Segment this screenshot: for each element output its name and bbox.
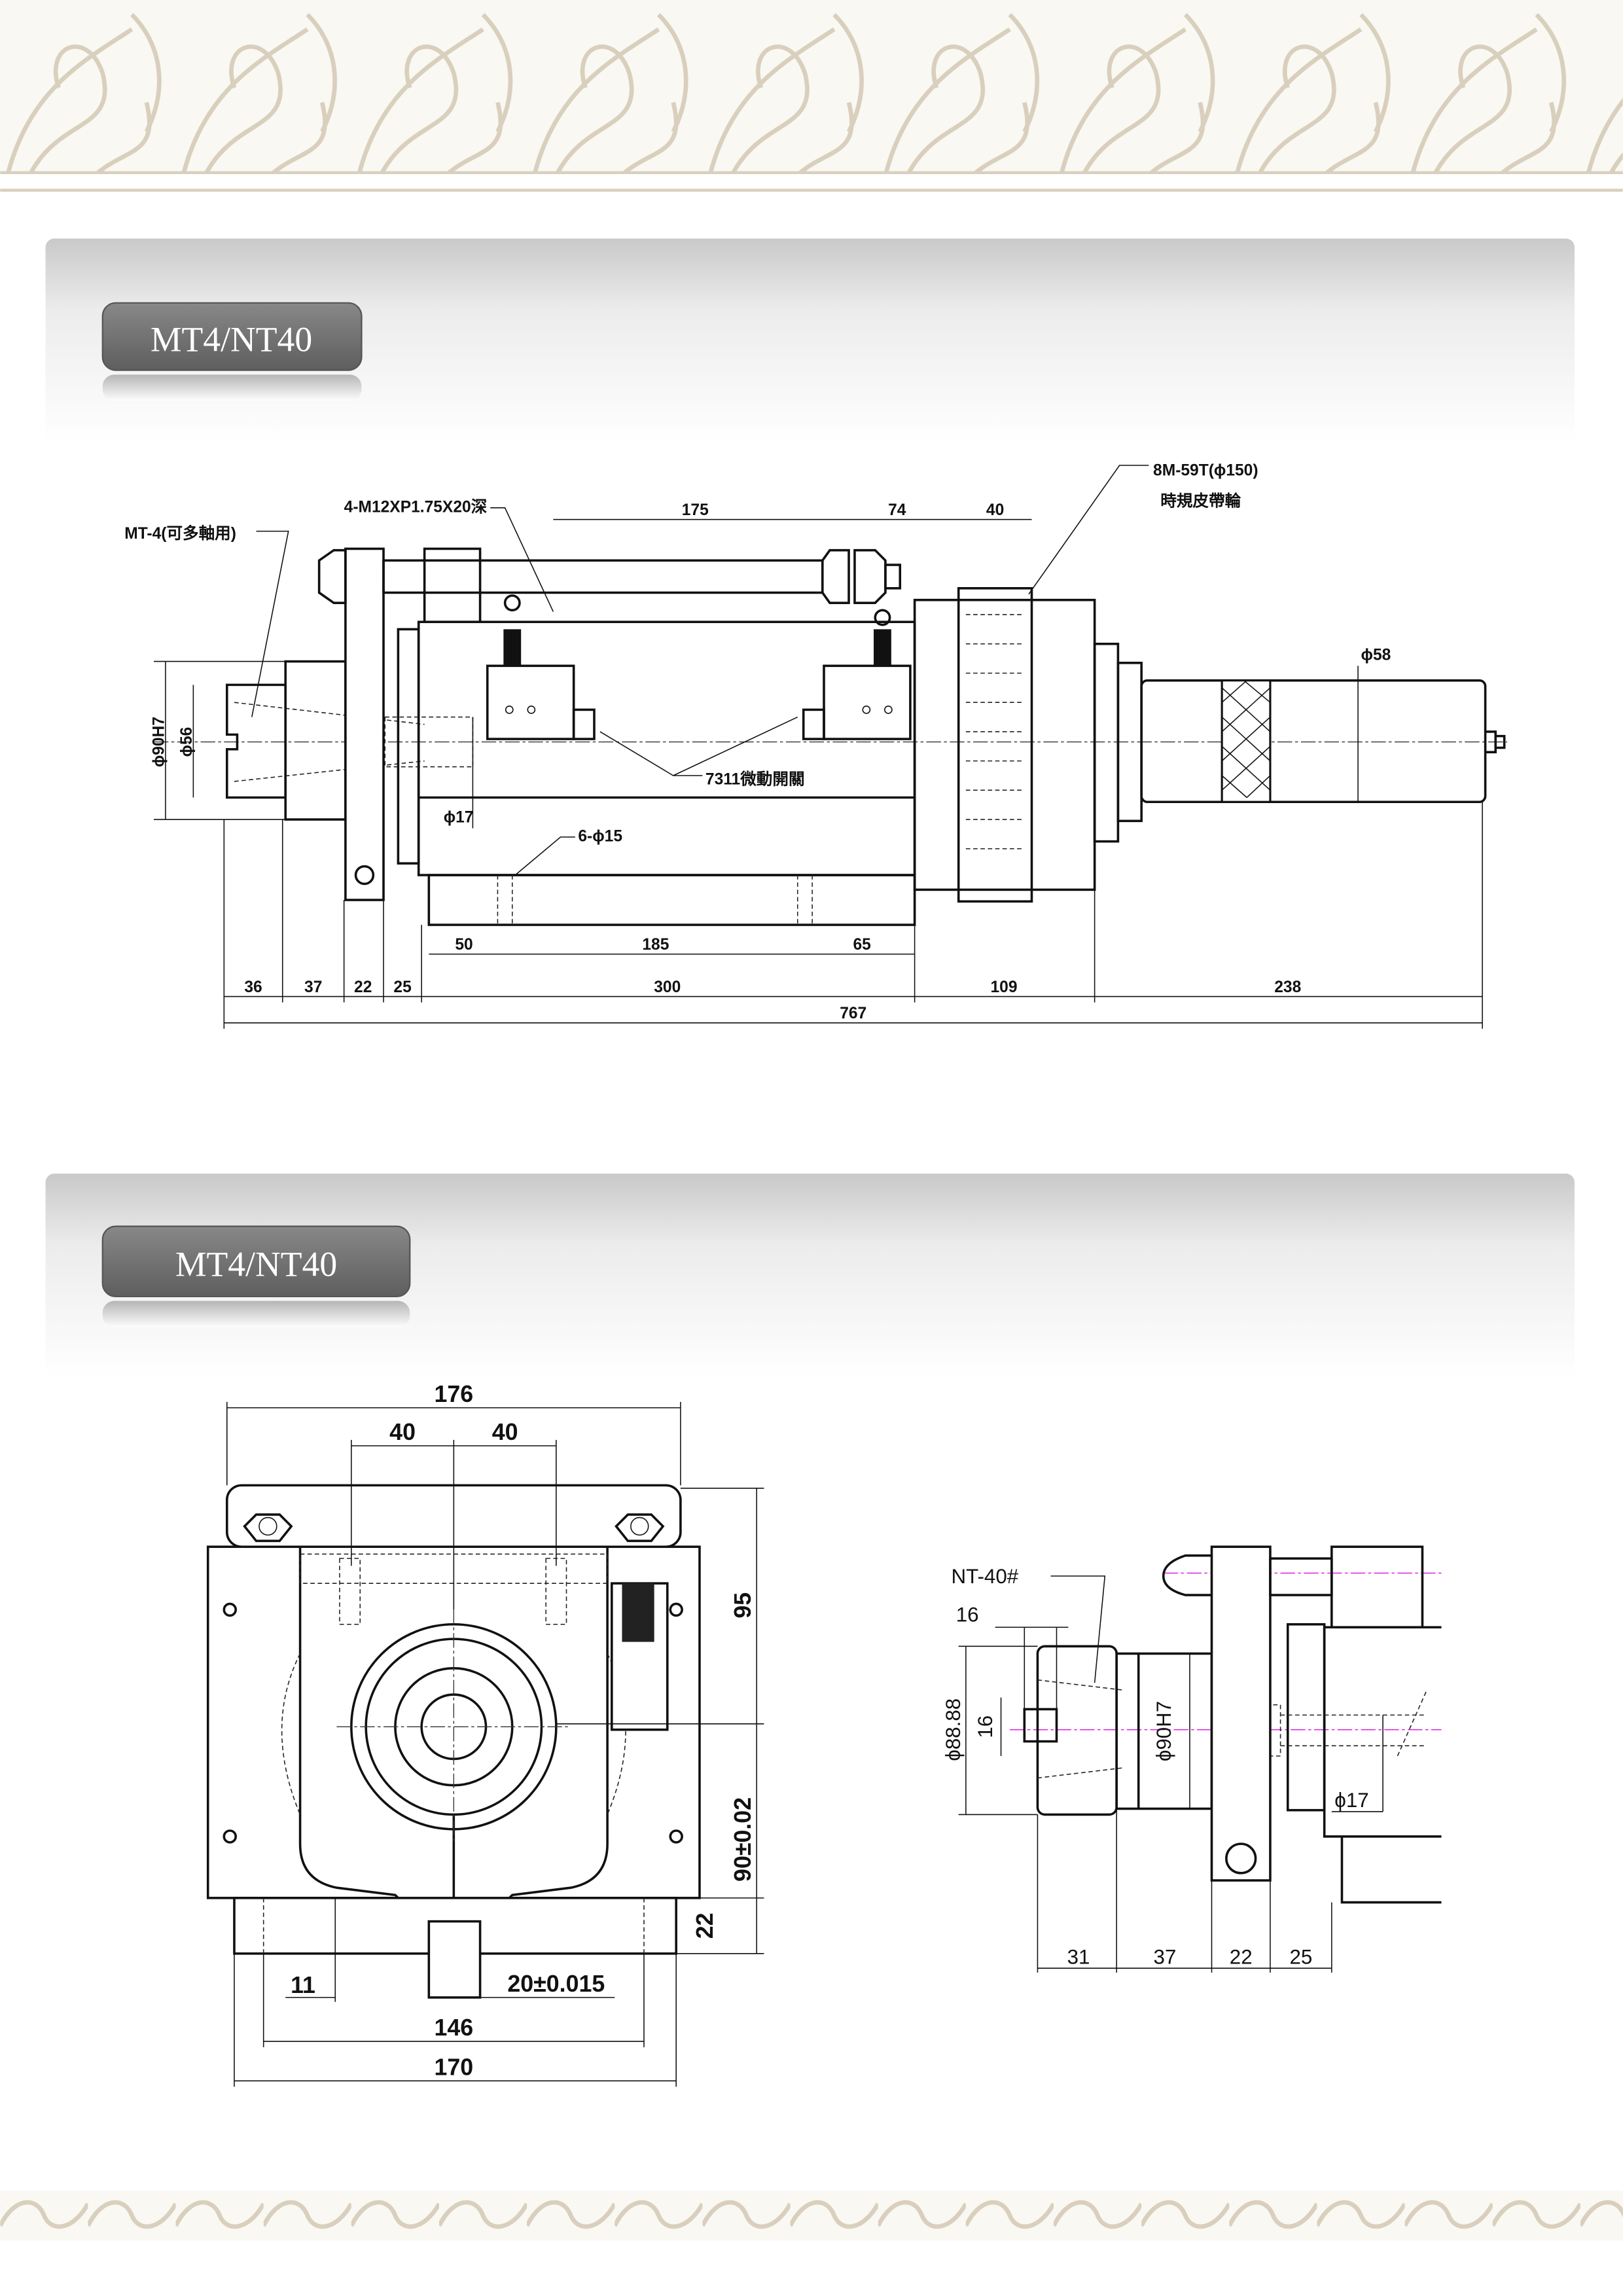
dim-767: 767 <box>840 1005 866 1022</box>
header-ornament <box>0 0 1623 192</box>
dim-22: 22 <box>354 978 372 996</box>
dim-31: 31 <box>1067 1945 1090 1968</box>
dim-50: 50 <box>455 936 473 954</box>
dim-300: 300 <box>654 978 681 996</box>
callout-pulley-code: 8M-59T(ϕ150) <box>1153 462 1258 480</box>
dim-95: 95 <box>730 1592 756 1619</box>
dim-65: 65 <box>853 936 870 954</box>
section-header-2: MT4/NT40 <box>45 1174 1575 1379</box>
dim-36: 36 <box>244 978 262 996</box>
callout-switch: 7311微動開關 <box>705 770 805 788</box>
dim-170: 170 <box>434 2054 473 2080</box>
dim-40-right: 40 <box>492 1419 518 1445</box>
dim-25: 25 <box>393 978 411 996</box>
callout-holes: 6-ϕ15 <box>578 828 622 846</box>
dim-90h7: ϕ90H7 <box>1152 1701 1175 1761</box>
callout-mt4: MT-4(可多軸用) <box>124 524 236 543</box>
dim-40-left: 40 <box>389 1419 416 1445</box>
dim-25: 25 <box>1289 1945 1312 1968</box>
dim-22: 22 <box>1230 1945 1253 1968</box>
dim-16-width: 16 <box>956 1603 979 1626</box>
dim-90: 90±0.02 <box>730 1797 756 1882</box>
nose-detail-drawing <box>1009 1545 1442 1904</box>
dim-20: 20±0.015 <box>507 1971 605 1997</box>
dim-176: 176 <box>434 1381 473 1407</box>
callout-shaft-dia: ϕ58 <box>1361 646 1391 664</box>
section-title: MT4/NT40 <box>175 1245 337 1284</box>
micro-switch-left <box>486 594 596 740</box>
side-view-dimensions: MT-4(可多軸用) 4-M12XP1.75X20深 8M-59T(ϕ150) … <box>124 462 1483 1029</box>
dim-185: 185 <box>642 936 669 954</box>
dim-109: 109 <box>991 978 1018 996</box>
dim-40: 40 <box>986 501 1004 519</box>
callout-bore: ϕ17 <box>444 809 474 827</box>
front-view-dimensions: 176 40 40 95 90±0.02 22 11 20±0.015 146 … <box>226 1381 764 2087</box>
callout-nt40: NT-40# <box>952 1565 1019 1588</box>
section-title: MT4/NT40 <box>151 320 312 359</box>
callout-pulley-name: 時規皮帶輪 <box>1160 492 1241 511</box>
dim-11: 11 <box>291 1972 315 1998</box>
dim-146: 146 <box>434 2015 473 2041</box>
micro-switch-right <box>802 609 912 740</box>
dim-74: 74 <box>888 501 906 519</box>
section-header-1: MT4/NT40 <box>45 238 1575 444</box>
dim-22: 22 <box>692 1912 718 1939</box>
dim-238: 238 <box>1274 978 1301 996</box>
callout-thread: 4-M12XP1.75X20深 <box>344 498 488 516</box>
dim-37: 37 <box>1154 1945 1177 1968</box>
side-view-drawing <box>153 547 1508 926</box>
dim-16-height: 16 <box>974 1715 997 1738</box>
dim-175: 175 <box>682 501 709 519</box>
dim-37: 37 <box>304 978 322 996</box>
nose-detail-dimensions: NT-40# 16 ϕ88.88 16 ϕ90H7 ϕ17 31 37 22 2… <box>942 1565 1383 1973</box>
dim-17: ϕ17 <box>1334 1789 1368 1812</box>
footer-ornament <box>0 2191 1623 2241</box>
dim-88-88: ϕ88.88 <box>942 1698 965 1761</box>
